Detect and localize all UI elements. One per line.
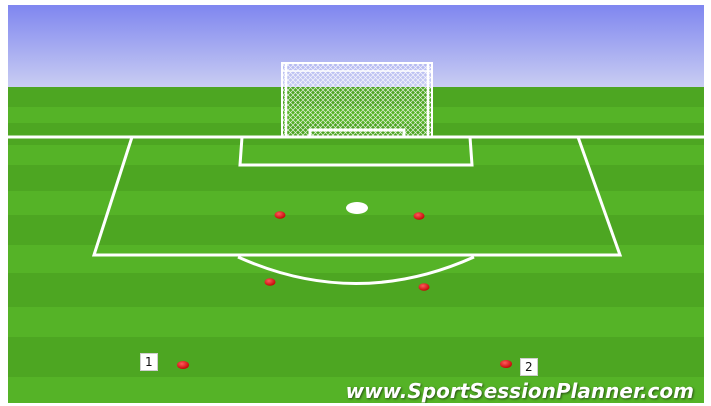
player-label-2: 2 xyxy=(520,358,538,376)
cone-icon xyxy=(275,211,286,219)
player-label-1: 1 xyxy=(140,353,158,371)
watermark-text: www.SportSessionPlanner.com xyxy=(346,379,694,403)
goal-net-icon xyxy=(282,63,432,137)
cone-icon xyxy=(414,212,425,220)
cone-icon xyxy=(500,360,512,368)
cone-icon xyxy=(419,283,430,291)
pitch-frame: 1 2 www.SportSessionPlanner.com xyxy=(8,5,704,403)
penalty-spot xyxy=(346,202,368,214)
pitch-svg xyxy=(8,5,704,403)
cone-icon xyxy=(265,278,276,286)
cone-icon xyxy=(177,361,189,369)
